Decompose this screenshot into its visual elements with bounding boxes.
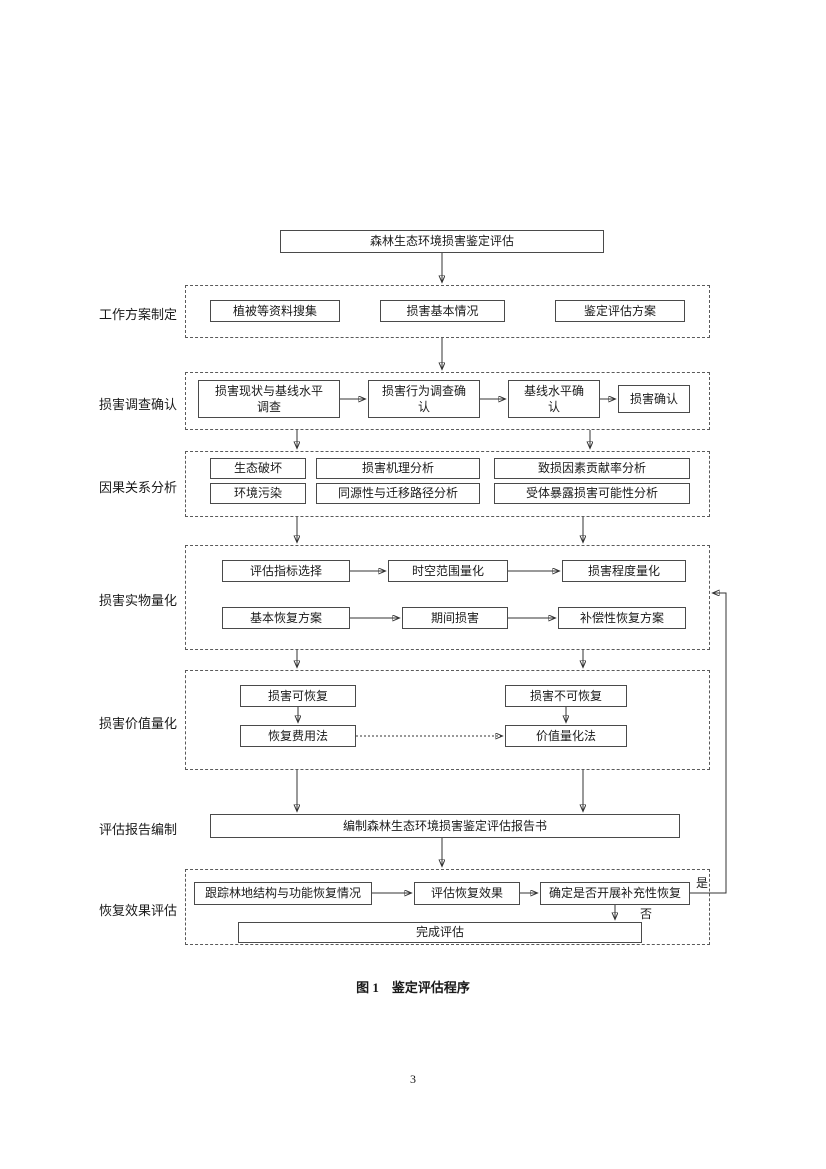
stage7-box-decide-supplementary: 确定是否开展补充性恢复: [540, 882, 690, 905]
stage4-box-spatiotemporal-range: 时空范围量化: [388, 560, 508, 582]
stage6-label: 评估报告编制: [99, 822, 178, 837]
stage3-box-exposure-possibility: 受体暴露损害可能性分析: [494, 483, 690, 504]
stage1-box-data-collection: 植被等资料搜集: [210, 300, 340, 322]
stage2-box-behavior-confirmation: 损害行为调查确 认: [368, 380, 480, 418]
page-number: 3: [410, 1072, 416, 1086]
stage4-box-interim-damage: 期间损害: [402, 607, 508, 629]
stage3-box-env-pollution: 环境污染: [210, 483, 306, 504]
stage7-box-tracking: 跟踪林地结构与功能恢复情况: [194, 882, 372, 905]
figure-caption: 图 1 鉴定评估程序: [356, 980, 470, 995]
stage3-box-homology-path-analysis: 同源性与迁移路径分析: [316, 483, 480, 504]
stage5-box-value-method: 价值量化法: [505, 725, 627, 747]
stage2-label: 损害调查确认: [99, 397, 178, 412]
title-box: 森林生态环境损害鉴定评估: [280, 230, 604, 253]
stage3-box-mechanism-analysis: 损害机理分析: [316, 458, 480, 479]
stage3-container: [185, 451, 710, 517]
stage5-label: 损害价值量化: [99, 716, 178, 731]
stage4-box-basic-restoration: 基本恢复方案: [222, 607, 350, 629]
stage2-container: [185, 372, 710, 430]
stage7-label: 恢复效果评估: [99, 903, 178, 918]
stage5-box-recoverable: 损害可恢复: [240, 685, 356, 707]
stage5-box-cost-method: 恢复费用法: [240, 725, 356, 747]
stage4-box-damage-degree: 损害程度量化: [562, 560, 686, 582]
stage3-box-contribution-analysis: 致损因素贡献率分析: [494, 458, 690, 479]
stage2-box-baseline-confirmation: 基线水平确 认: [508, 380, 600, 418]
stage1-label: 工作方案制定: [99, 307, 178, 322]
stage4-box-compensatory-restoration: 补偿性恢复方案: [558, 607, 686, 629]
stage6-box-report: 编制森林生态环境损害鉴定评估报告书: [210, 814, 680, 838]
stage5-container: [185, 670, 710, 770]
stage3-label: 因果关系分析: [99, 480, 178, 495]
stage2-box-damage-confirmation: 损害确认: [618, 385, 690, 413]
stage7-box-complete: 完成评估: [238, 922, 642, 943]
stage4-label: 损害实物量化: [99, 593, 178, 608]
stage7-box-evaluate-effect: 评估恢复效果: [414, 882, 520, 905]
stage1-container: [185, 285, 710, 338]
stage2-box-status-baseline-survey: 损害现状与基线水平 调查: [198, 380, 340, 418]
stage5-box-unrecoverable: 损害不可恢复: [505, 685, 627, 707]
stage4-container: [185, 545, 710, 650]
stage1-box-damage-basics: 损害基本情况: [380, 300, 505, 322]
stage3-box-eco-destruction: 生态破坏: [210, 458, 306, 479]
stage7-container: [185, 869, 710, 945]
no-branch-label: 否: [640, 907, 653, 921]
yes-branch-label: 是: [696, 876, 709, 890]
stage1-box-assessment-plan: 鉴定评估方案: [555, 300, 685, 322]
stage4-box-indicator-selection: 评估指标选择: [222, 560, 350, 582]
